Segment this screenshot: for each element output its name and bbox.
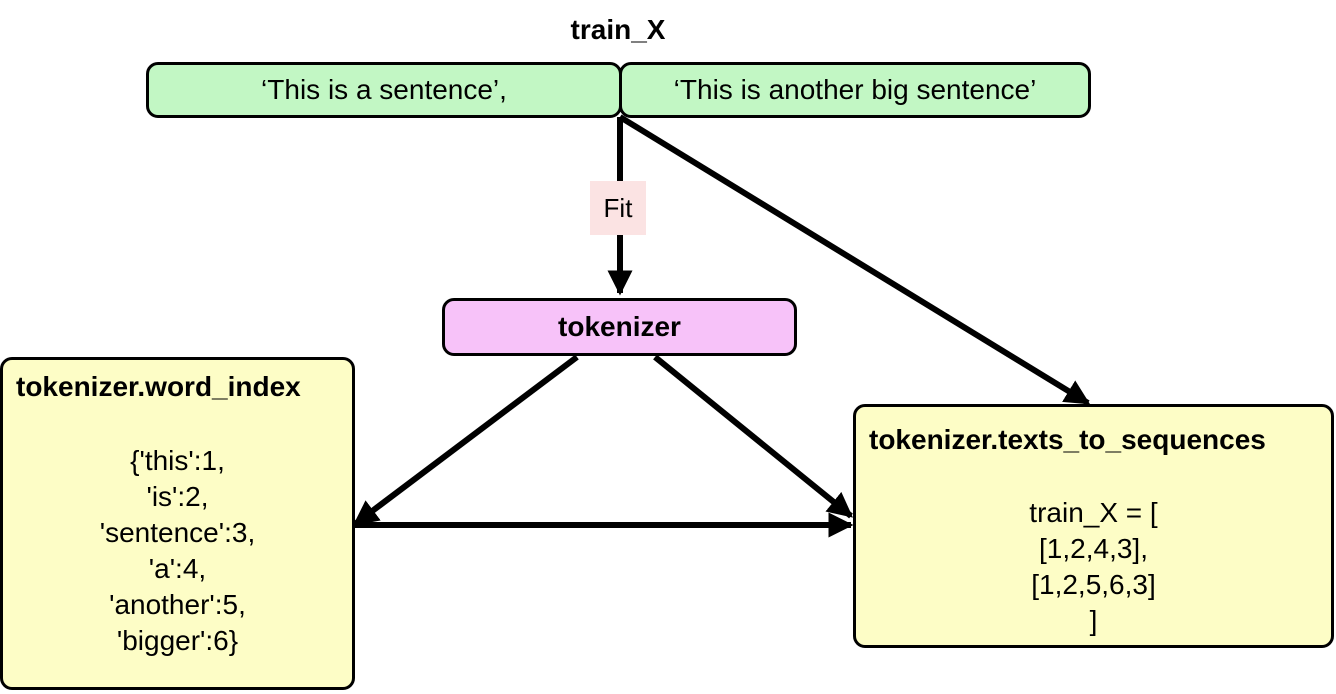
train-to-sequences-arrow xyxy=(618,114,1091,406)
word-index-line: 'a':4, xyxy=(148,553,207,584)
sentence-box-2: ‘This is another big sentence’ xyxy=(619,62,1091,118)
word-index-box: tokenizer.word_index {'this':1, 'is':2, … xyxy=(0,357,355,690)
word-index-title: tokenizer.word_index xyxy=(16,371,301,402)
sentence-1-text: ‘This is a sentence’, xyxy=(261,74,507,105)
sequence-line: train_X = [ xyxy=(1029,497,1158,528)
word-index-line: 'bigger':6} xyxy=(116,625,239,656)
sentence-box-1: ‘This is a sentence’, xyxy=(146,62,622,118)
tokenizer-box: tokenizer xyxy=(442,298,797,356)
word-index-line: {'this':1, xyxy=(130,445,225,476)
sequence-line: ] xyxy=(1089,605,1098,636)
tokenizer-to-sequences-arrow xyxy=(653,354,853,519)
tokenizer-label: tokenizer xyxy=(558,311,681,342)
texts-to-sequences-content: train_X = [ [1,2,4,3], [1,2,5,6,3] ] xyxy=(856,495,1331,639)
word-index-line: 'another':5, xyxy=(109,589,246,620)
texts-to-sequences-title: tokenizer.texts_to_sequences xyxy=(869,424,1266,455)
sentence-2-text: ‘This is another big sentence’ xyxy=(673,74,1037,105)
word-index-content: {'this':1, 'is':2, 'sentence':3, 'a':4, … xyxy=(3,443,352,659)
word-index-line: 'sentence':3, xyxy=(99,517,256,548)
train-x-title: train_X xyxy=(570,14,666,45)
tokenizer-to-word-index-arrow xyxy=(352,354,579,527)
word-index-line: 'is':2, xyxy=(146,481,209,512)
texts-to-sequences-box: tokenizer.texts_to_sequences train_X = [… xyxy=(853,404,1334,648)
fit-edge-label: Fit xyxy=(590,181,646,235)
sequence-line: [1,2,4,3], xyxy=(1039,533,1148,564)
sequence-line: [1,2,5,6,3] xyxy=(1031,569,1156,600)
